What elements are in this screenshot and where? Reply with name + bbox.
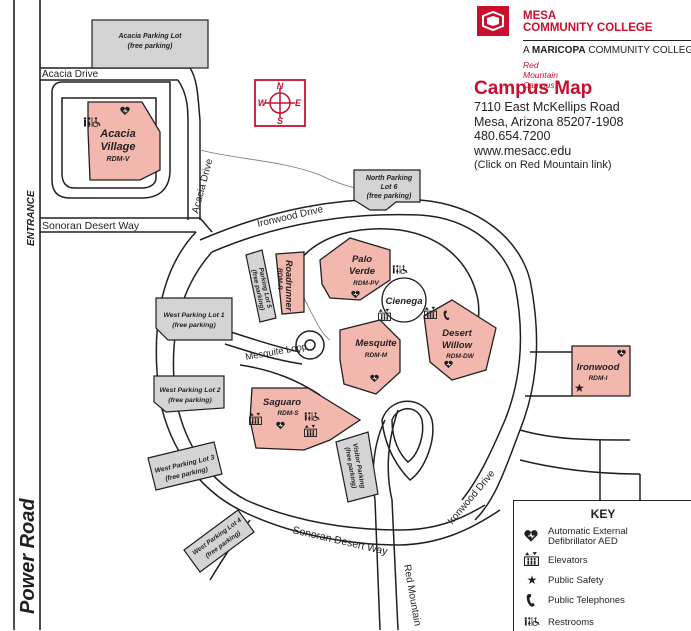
roadrunner-building[interactable]	[275, 251, 305, 315]
entrance-label: ENTRANCE	[26, 190, 37, 246]
acacia-lot-name: Acacia Parking Lot	[117, 33, 182, 40]
desert-willow-name2: Willow	[442, 340, 473, 351]
west2-name: West Parking Lot 2	[159, 387, 220, 394]
compass-e: E	[295, 98, 302, 108]
college-name: MESA COMMUNITY COLLEGE	[523, 10, 653, 34]
acacia-lot-sub: (free parking)	[128, 43, 173, 50]
key-label-aed-1: Automatic External	[548, 526, 628, 537]
acacia-village-name1: Acacia	[99, 128, 135, 140]
roadrunner-name: Roadrunner	[284, 260, 294, 312]
tagline: A MARICOPA COMMUNITY COLLEGE	[523, 45, 691, 56]
aed-heart-icon	[524, 529, 538, 543]
west2-sub: (free parking)	[168, 397, 212, 404]
mesquite-building[interactable]	[339, 319, 401, 395]
parking-lots	[91, 19, 421, 573]
compass-s: S	[277, 116, 283, 126]
map-icons: ★	[83, 106, 626, 437]
elevator-icon	[524, 551, 539, 566]
address-line: 7110 East McKellips Road	[474, 100, 620, 114]
north-lot-name2: Lot 6	[381, 184, 398, 191]
compass-w: W	[258, 98, 268, 108]
ironwood-building[interactable]	[571, 345, 631, 397]
saguaro-name: Saguaro	[263, 397, 301, 408]
key-label-restrooms: Restrooms	[548, 617, 594, 628]
west-parking-lot-3	[147, 441, 223, 491]
acacia-parking-lot	[91, 19, 209, 69]
palo-verde-name1: Palo	[352, 254, 372, 265]
ironwood-code: RDM-I	[589, 375, 608, 382]
acacia-drive-label: Acacia Drive	[42, 69, 99, 80]
roadrunner-code: RDM-R	[276, 268, 283, 290]
acacia-village-name2: Village	[100, 141, 135, 153]
saguaro-code: RDM-S	[277, 410, 299, 417]
power-road	[13, 0, 41, 630]
west-parking-lot-2	[153, 375, 225, 413]
ironwood-drive-right-label: Ironwood Drive	[446, 468, 498, 527]
address-line: Mesa, Arizona 85207-1908	[474, 114, 624, 129]
palo-verde-building[interactable]	[319, 237, 391, 301]
north-lot-sub: (free parking)	[367, 193, 412, 200]
ironwood-name: Ironwood	[577, 362, 620, 373]
logo-mark	[477, 6, 509, 36]
visitor-parking-lot	[335, 431, 379, 503]
cienega-building[interactable]	[381, 277, 427, 323]
compass-n: N	[277, 81, 284, 91]
palo-verde-code: RDM-PV	[353, 280, 379, 287]
key-label-telephones: Public Telephones	[548, 595, 625, 606]
sonoran-desert-way-top-label: Sonoran Desert Way	[42, 220, 140, 232]
cienega-name: Cienega	[386, 296, 423, 307]
campus-name: Red Mountain Campus	[523, 60, 558, 90]
restroom-icon	[392, 265, 408, 274]
mesquite-code: RDM-M	[365, 352, 388, 359]
link-note: (Click on Red Mountain link)	[474, 159, 612, 171]
acacia-village-building[interactable]	[87, 101, 161, 181]
desert-willow-name1: Desert	[442, 328, 472, 339]
phone-number: 480.654.7200	[474, 129, 551, 143]
website-link[interactable]: www.mesacc.edu	[474, 143, 572, 158]
star-icon: ★	[526, 573, 538, 587]
parking-lot-5	[245, 249, 277, 323]
west-parking-lot-4	[183, 509, 255, 573]
star-icon: ★	[574, 381, 585, 395]
west1-sub: (free parking)	[172, 322, 216, 329]
red-mountain-label: Red Mountain	[401, 564, 423, 627]
key-title: KEY	[590, 507, 616, 521]
tagline-divider	[523, 40, 691, 41]
key-label-aed-2: Defibrillator AED	[548, 536, 618, 547]
desert-willow-building[interactable]	[423, 299, 497, 381]
buildings	[87, 101, 631, 451]
palo-verde-name2: Verde	[349, 266, 376, 277]
west-parking-lot-1	[155, 297, 233, 341]
power-road-label: Power Road	[17, 498, 39, 614]
acacia-drive-vertical-label: Acacia Drive	[190, 157, 215, 214]
key-label-safety: Public Safety	[548, 575, 604, 586]
page-title: Campus Map	[474, 78, 593, 99]
north-lot-name1: North Parking	[366, 175, 413, 182]
restroom-icon	[524, 617, 540, 626]
compass-rose: N S W E	[254, 79, 306, 127]
telephone-icon	[526, 594, 535, 607]
address-block: 7110 East McKellips Road Mesa, Arizona 8…	[474, 100, 689, 173]
desert-willow-code: RDM-DW	[446, 353, 475, 360]
west1-name: West Parking Lot 1	[163, 312, 224, 319]
mesquite-name: Mesquite	[355, 338, 397, 349]
acacia-village-code: RDM-V	[107, 156, 131, 163]
north-parking-lot-6	[353, 169, 421, 211]
key-label-elevators: Elevators	[548, 555, 588, 566]
building-labels: Acacia Village RDM-V Roadrunner RDM-R Pa…	[99, 128, 619, 417]
